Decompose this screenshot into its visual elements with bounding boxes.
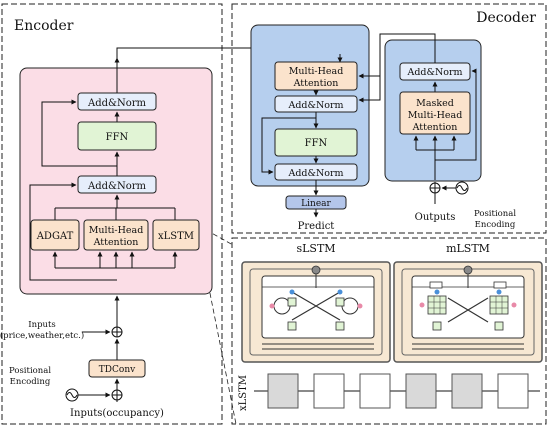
decoder-add-norm-2-label: Add&Norm [287,168,343,179]
encoder-pos-enc-label-2: Encoding [10,377,51,387]
xlstm-label: xLSTM [158,231,194,242]
tdconv-box [88,359,146,378]
adgat-box [30,219,80,251]
xlstm-side-label: xLSTM [238,375,249,411]
masked-mha-label-2: Multi-Head [408,110,463,121]
encoder-add-norm-top [77,92,157,111]
decoder-mha-label-2: Attention [293,78,339,89]
encoder-mha-label-2: Attention [93,237,139,248]
decoder-pos-enc-label-1: Positional [474,209,516,219]
decoder-mha-label-1: Multi-Head [289,66,344,77]
adgat-label: ADGAT [36,231,74,242]
xlstm-box [152,219,200,251]
decoder-panel [231,3,547,234]
decoder-title: Decoder [476,10,536,26]
encoder-mha-label-1: Multi-Head [89,225,144,236]
encoder-add-norm-top-label: Add&Norm [87,98,146,109]
encoder-add-norm-mid [77,175,157,194]
xlstm-detail-panel [231,237,547,425]
predict-label: Predict [298,221,335,232]
encoder-inputs-occupancy: Inputs(occupancy) [70,408,164,419]
encoder-title: Encoder [14,18,74,34]
decoder-add-norm-1-label: Add&Norm [287,100,343,111]
xlstm-blocks [267,373,529,409]
masked-mha-box [399,91,471,135]
encoder-mha-box [83,219,149,251]
decoder-pos-enc-label-2: Encoding [475,220,516,230]
linear-label: Linear [301,199,331,209]
encoder-panel [1,3,223,425]
encoder-ffn [77,121,157,151]
encoder-pos-enc-label-1: Positional [9,366,51,376]
encoder-inputs-label-1: Inputs [28,320,56,330]
zoom-line-top [198,225,234,246]
mlstm-cell [393,261,543,363]
slstm-cell [241,261,391,363]
masked-mha-label-1: Masked [416,98,454,109]
encoder-inputs-label-2: (price,weather,etc.) [0,330,84,341]
encoder-ffn-label: FFN [106,132,129,143]
decoder-ffn-label: FFN [305,138,328,149]
tdconv-label: TDConv [99,365,136,375]
masked-mha-label-3: Attention [412,122,458,133]
mlstm-title: mLSTM [446,242,490,255]
outputs-label: Outputs [415,212,456,223]
decoder-add-norm-right-label: Add&Norm [406,67,462,78]
encoder-add-norm-mid-label: Add&Norm [87,181,146,192]
slstm-title: sLSTM [296,242,335,255]
